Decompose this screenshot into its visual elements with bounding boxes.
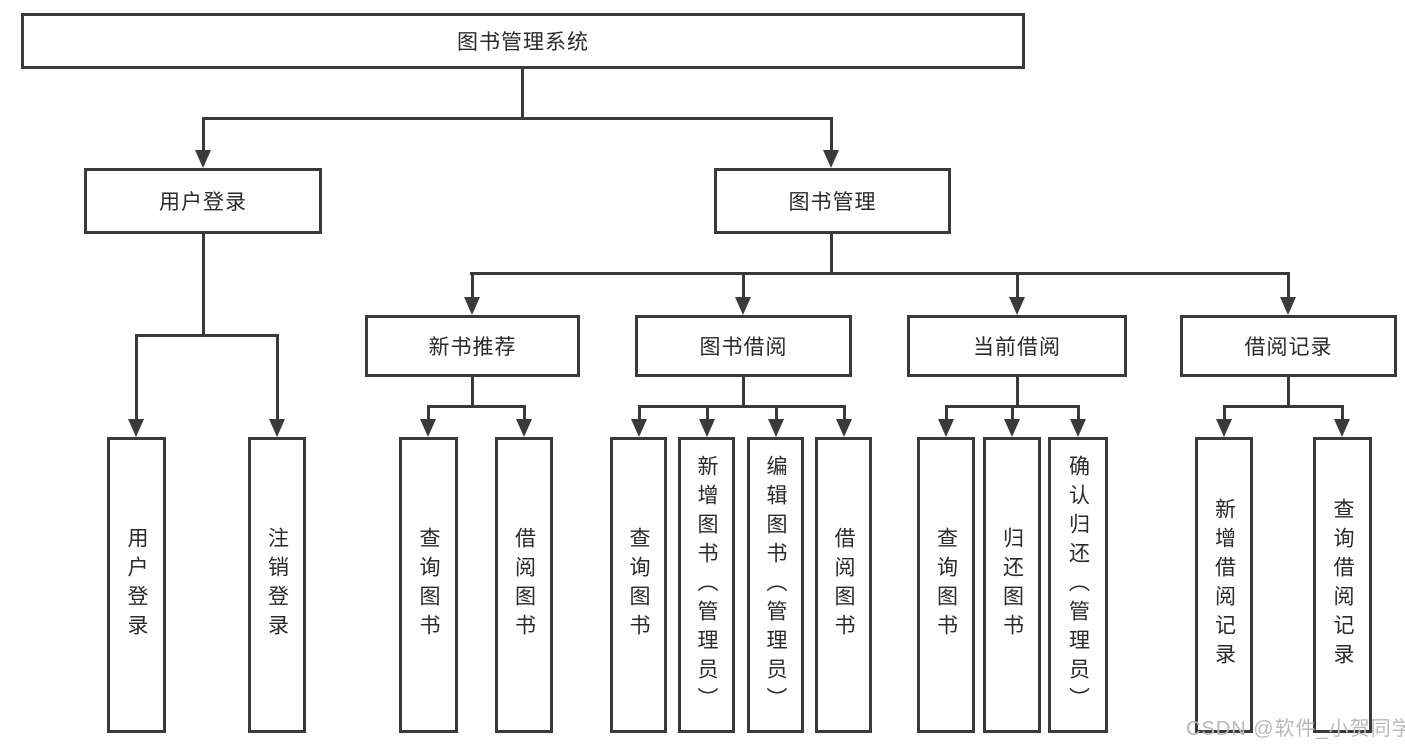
node-leaf-add-borrow-record: 新增借阅记录 <box>1195 437 1253 733</box>
node-leaf-borrow-books: 借阅图书 <box>495 437 553 733</box>
arrow-down-icon <box>1004 419 1020 437</box>
node-leaf-return-books: 归还图书 <box>983 437 1041 733</box>
node-leaf-add-books-admin: 新增图书（管理员） <box>678 437 735 733</box>
leaf-label: 用户登录 <box>125 527 148 643</box>
connector-stem <box>830 233 833 274</box>
leaf-label: 查询图书 <box>627 527 650 643</box>
node-current-borrow: 当前借阅 <box>907 315 1127 377</box>
arrow-down-icon <box>938 419 954 437</box>
arrow-down-icon <box>631 419 647 437</box>
leaf-label: 借阅图书 <box>832 527 855 643</box>
node-leaf-confirm-return-admin: 确认归还（管理员） <box>1048 437 1108 733</box>
arrow-down-icon <box>1009 297 1025 315</box>
connector-drop <box>1077 405 1080 420</box>
arrow-down-icon <box>420 419 436 437</box>
node-user-login: 用户登录 <box>84 168 322 234</box>
connector-drop <box>706 405 709 420</box>
connector-root-stem <box>521 69 524 118</box>
node-leaf-logout: 注销登录 <box>248 437 306 733</box>
connector-stem <box>742 377 745 405</box>
arrow-down-icon <box>735 297 751 315</box>
connector-stem <box>202 233 205 334</box>
arrow-down-icon <box>1280 297 1296 315</box>
connector-branch <box>135 334 279 337</box>
connector-drop <box>945 405 948 420</box>
node-leaf-query-books: 查询图书 <box>917 437 975 733</box>
leaf-label: 查询图书 <box>934 527 958 643</box>
arrow-down-icon <box>516 419 532 437</box>
arrow-down-icon <box>464 297 480 315</box>
arrow-down-icon <box>269 419 285 437</box>
connector-drop <box>1287 272 1290 298</box>
connector-drop <box>1223 405 1226 420</box>
node-root: 图书管理系统 <box>21 13 1025 69</box>
node-leaf-query-books: 查询图书 <box>399 437 458 733</box>
leaf-label: 编辑图书（管理员） <box>764 454 787 716</box>
node-leaf-edit-books-admin: 编辑图书（管理员） <box>747 437 804 733</box>
node-book-management: 图书管理 <box>714 168 951 234</box>
connector-drop <box>471 272 474 298</box>
connector-drop <box>1341 405 1344 420</box>
leaf-label: 新增借阅记录 <box>1212 498 1236 672</box>
leaf-label: 借阅图书 <box>512 527 536 643</box>
node-leaf-query-borrow-record: 查询借阅记录 <box>1313 437 1372 733</box>
connector-drop <box>135 334 138 420</box>
connector-drop <box>775 405 778 420</box>
connector-stem <box>471 377 474 405</box>
leaf-label: 归还图书 <box>1000 527 1024 643</box>
connector-drop <box>1016 272 1019 298</box>
connector-drop <box>1011 405 1014 420</box>
connector-level2-branch <box>470 272 1290 275</box>
arrow-down-icon <box>1070 419 1086 437</box>
connector-level1-branch <box>202 117 832 120</box>
connector-book-mgmt-drop <box>830 117 833 151</box>
leaf-label: 确认归还（管理员） <box>1066 454 1090 716</box>
connector-drop <box>523 405 526 420</box>
arrow-down-icon <box>128 419 144 437</box>
connector-user-login-drop <box>202 117 205 151</box>
leaf-label: 新增图书（管理员） <box>695 454 718 716</box>
csdn-watermark: CSDN @软件_小贺同学 <box>1186 718 1405 740</box>
arrow-down-icon <box>823 150 839 168</box>
connector-branch <box>427 405 526 408</box>
node-new-book-recommend: 新书推荐 <box>365 315 580 377</box>
connector-drop <box>638 405 641 420</box>
leaf-label: 注销登录 <box>265 527 289 643</box>
connector-drop <box>427 405 430 420</box>
connector-branch <box>638 405 846 408</box>
arrow-down-icon <box>195 150 211 168</box>
arrow-down-icon <box>1334 419 1350 437</box>
node-leaf-borrow-books: 借阅图书 <box>815 437 872 733</box>
arrow-down-icon <box>699 419 715 437</box>
node-borrow-records: 借阅记录 <box>1180 315 1397 377</box>
leaf-label: 查询图书 <box>417 527 440 643</box>
arrow-down-icon <box>1216 419 1232 437</box>
arrow-down-icon <box>768 419 784 437</box>
connector-branch <box>1223 405 1344 408</box>
connector-drop <box>276 334 279 420</box>
node-leaf-query-books: 查询图书 <box>610 437 667 733</box>
connector-drop <box>843 405 846 420</box>
node-book-borrow: 图书借阅 <box>635 315 852 377</box>
connector-stem <box>1016 377 1019 405</box>
connector-stem <box>1287 377 1290 405</box>
connector-drop <box>742 272 745 298</box>
arrow-down-icon <box>836 419 852 437</box>
node-leaf-user-login: 用户登录 <box>107 437 166 733</box>
leaf-label: 查询借阅记录 <box>1331 498 1354 672</box>
